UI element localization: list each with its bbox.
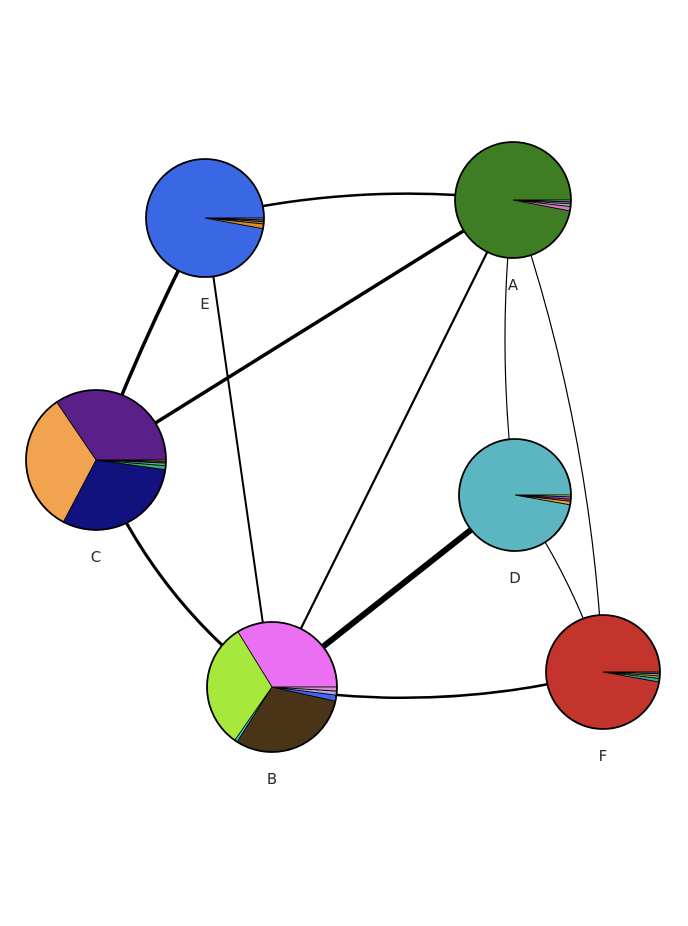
node-C xyxy=(25,389,167,531)
edge-A-B xyxy=(270,198,515,689)
node-E xyxy=(145,158,265,278)
node-label-A: A xyxy=(508,276,519,294)
node-layer xyxy=(25,141,661,753)
node-A xyxy=(454,141,572,259)
node-B xyxy=(206,621,338,753)
node-D xyxy=(458,438,572,552)
node-B-outline xyxy=(206,621,338,753)
node-label-F: F xyxy=(599,747,608,765)
edge-A-F xyxy=(512,199,604,673)
node-E-outline xyxy=(145,158,265,278)
node-D-outline xyxy=(458,438,572,552)
node-label-B: B xyxy=(267,770,277,788)
node-label-C: C xyxy=(91,548,101,566)
edge-A-C xyxy=(94,198,515,462)
label-layer: E A C D B F xyxy=(91,276,608,788)
node-C-outline xyxy=(25,389,167,531)
node-F-outline xyxy=(545,614,661,730)
node-label-E: E xyxy=(200,295,209,313)
node-F xyxy=(545,614,661,730)
node-label-D: D xyxy=(509,569,521,587)
edge-E-B xyxy=(204,217,273,688)
node-A-outline xyxy=(454,141,572,259)
